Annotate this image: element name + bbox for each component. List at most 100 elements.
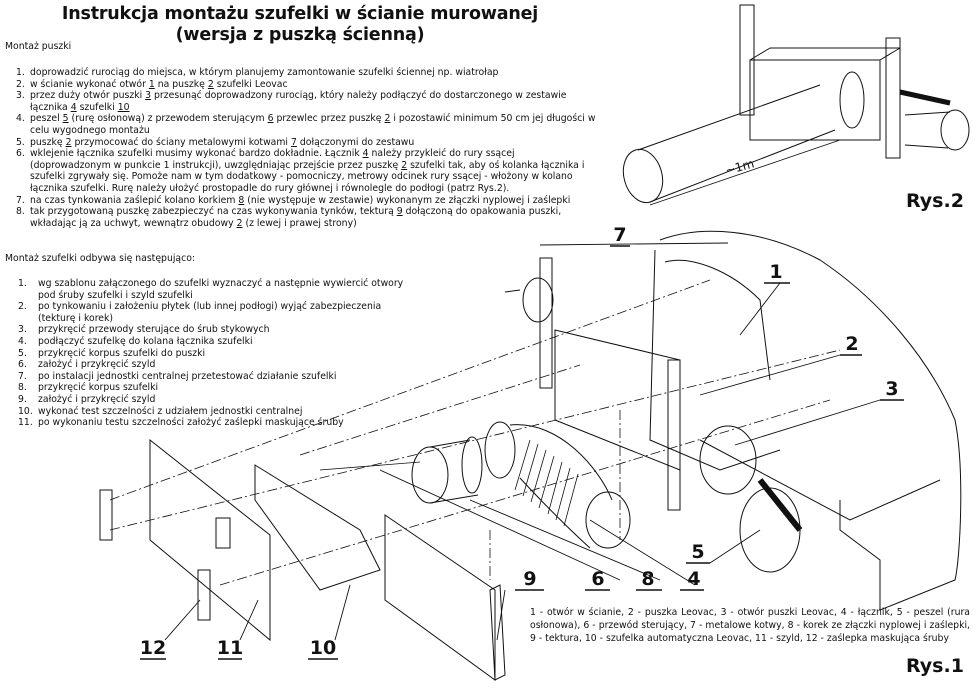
scoop-mounting-steps: 1.wg szablonu załączonego do szufelki wy… — [18, 278, 418, 429]
step-text: dołączonymi do zestawu — [296, 136, 415, 148]
cardboard-clip — [489, 584, 506, 681]
rys2-pipe-end — [622, 148, 664, 204]
box-rear-ring — [522, 277, 554, 323]
step-text: założyć i przykręcić szyld — [38, 393, 156, 405]
rys2-bracket-right — [885, 37, 901, 159]
rys2-dimension-line — [649, 139, 841, 206]
document-title: Instrukcja montażu szufelki w ścianie mu… — [0, 4, 600, 46]
callout-4: 4 — [687, 568, 701, 590]
step-item: 1. doprowadzić rurociąg do miejsca, w któ… — [16, 67, 596, 79]
step-number: 1. — [16, 67, 25, 78]
anchor-bracket-left — [539, 257, 553, 389]
step-item: 2.w ścianie wykonać otwór 1 na puszkę 2 … — [16, 79, 596, 91]
step-text: puszkę — [30, 136, 66, 148]
part-reference: 5 — [62, 113, 69, 125]
step-text: dołączoną do opakowania puszki, wkładają… — [30, 206, 562, 229]
nipple-edge — [429, 439, 471, 448]
step-text: wg szablonu załączonego do szufelki wyzn… — [38, 278, 404, 301]
assembly-axes — [109, 279, 841, 586]
step-item: 2.po tynkowaniu i założeniu płytek (lub … — [18, 301, 418, 324]
part-reference: 4 — [70, 101, 77, 113]
step-text: założyć i przykręcić szyld — [38, 359, 156, 371]
step-item: 4.podłączyć szufelkę do kolana łącznika … — [18, 336, 418, 348]
conduit-peszel — [757, 478, 803, 532]
step-number: 3. — [16, 90, 25, 102]
nipple-ring — [461, 436, 483, 494]
rys2-box-edge — [749, 47, 771, 61]
step-text: tak przygotowaną puszkę zabezpieczyć na … — [30, 206, 397, 218]
step-text: szufelki tak, aby oś kolanka łącznika i … — [30, 159, 585, 194]
step-item: 11.po wykonaniu testu szczelności założy… — [18, 417, 418, 429]
parts-legend: 1 - otwór w ścianie, 2 - puszka Leovac, … — [530, 607, 970, 644]
box-front-ring — [699, 425, 757, 495]
faceplate-11 — [149, 438, 271, 642]
step-text: przykręcić korpus szufelki — [38, 382, 159, 394]
step-number: 6. — [16, 148, 25, 160]
step-text: na czas tynkowania zaślepić kolano korki… — [30, 194, 239, 206]
callout-11: 11 — [216, 637, 244, 659]
step-text: należy przykleić do rury ssącej (doprowa… — [30, 148, 515, 171]
nipple-plug-8 — [411, 446, 449, 504]
step-number: 11. — [18, 417, 33, 429]
step-text: w ścianie wykonać otwór — [30, 78, 149, 90]
rys2-outlet-edge — [904, 111, 951, 116]
step-text: przykręcić przewody sterujące do śrub st… — [38, 324, 270, 336]
step-text: peszel — [30, 113, 63, 125]
nipple-edge — [429, 494, 479, 504]
callout-8: 8 — [641, 568, 655, 590]
step-text: przez duży otwór puszki — [30, 90, 146, 102]
step-text: szufelki Leovac — [213, 78, 288, 90]
box-mounting-steps: 1. doprowadzić rurociąg do miejsca, w któ… — [16, 67, 596, 229]
part-reference: 3 — [145, 90, 152, 102]
step-number: 4. — [16, 113, 25, 125]
step-text: (z lewej i prawej strony) — [242, 217, 357, 229]
step-text: przymocować do ściany metalowymi kotwami — [71, 136, 291, 148]
step-item: 9. założyć i przykręcić szyld — [18, 394, 418, 406]
callout-9: 9 — [523, 568, 537, 590]
step-item: 4.peszel 5 (rurę osłonową) z przewodem s… — [16, 113, 596, 136]
rys1-box-assembly — [504, 257, 803, 573]
part-reference: 7 — [290, 136, 297, 148]
step-text: szufelki — [76, 101, 118, 113]
scoop-10 — [254, 464, 381, 591]
step-number: 6. — [18, 359, 27, 371]
callout-underlines — [140, 245, 904, 660]
title-line-1: Instrukcja montażu szufelki w ścianie mu… — [61, 4, 539, 24]
step-number: 2. — [16, 78, 25, 90]
step-number: 9. — [18, 393, 27, 405]
rys1-label: Rys.1 — [906, 655, 964, 677]
rys2-bellows — [839, 71, 865, 129]
control-wire-6 — [319, 461, 421, 471]
step-number: 8. — [16, 206, 25, 218]
callout-2: 2 — [845, 333, 859, 355]
rys1-wall — [649, 230, 962, 611]
step-text: doprowadzić rurociąg do miejsca, w który… — [30, 67, 499, 78]
callout-12: 12 — [139, 637, 167, 659]
section1-heading: Montaż puszki — [5, 41, 72, 52]
part-reference: 9 — [396, 206, 403, 218]
step-item: 7.po instalacji jednostki centralnej prz… — [18, 371, 418, 383]
part-reference: 10 — [117, 101, 130, 113]
part-reference: 6 — [267, 113, 274, 125]
step-item: 5.puszkę 2 przymocować do ściany metalow… — [16, 137, 596, 149]
step-item: 5.przykręcić korpus szufelki do puszki — [18, 348, 418, 360]
rys2-label: Rys.2 — [906, 190, 964, 212]
rys2-drawing — [622, 4, 970, 206]
wall-opening — [664, 259, 771, 381]
wall-outline — [659, 230, 962, 611]
step-item: 8.przykręcić korpus szufelki — [18, 382, 418, 394]
step-text: podłączyć szufelkę do kolana łącznika sz… — [38, 335, 253, 347]
part-reference: 2 — [384, 113, 391, 125]
anchor-bracket-right — [667, 359, 681, 511]
step-text: i pozostawić minimum 50 cm jej długości … — [30, 113, 596, 136]
step-text: przewlec przez puszkę — [273, 113, 385, 125]
step-number: 7. — [16, 194, 25, 206]
part-reference: 4 — [362, 148, 369, 160]
step-number: 10. — [18, 405, 33, 417]
step-text: przesunąć doprowadzony rurociąg, który n… — [30, 90, 567, 113]
part-reference: 2 — [207, 78, 214, 90]
anchor-screw — [504, 289, 521, 293]
rys2-outlet-edge — [904, 144, 949, 149]
step-number: 5. — [18, 347, 27, 359]
step-item: 10.wykonać test szczelności z udziałem j… — [18, 406, 418, 418]
